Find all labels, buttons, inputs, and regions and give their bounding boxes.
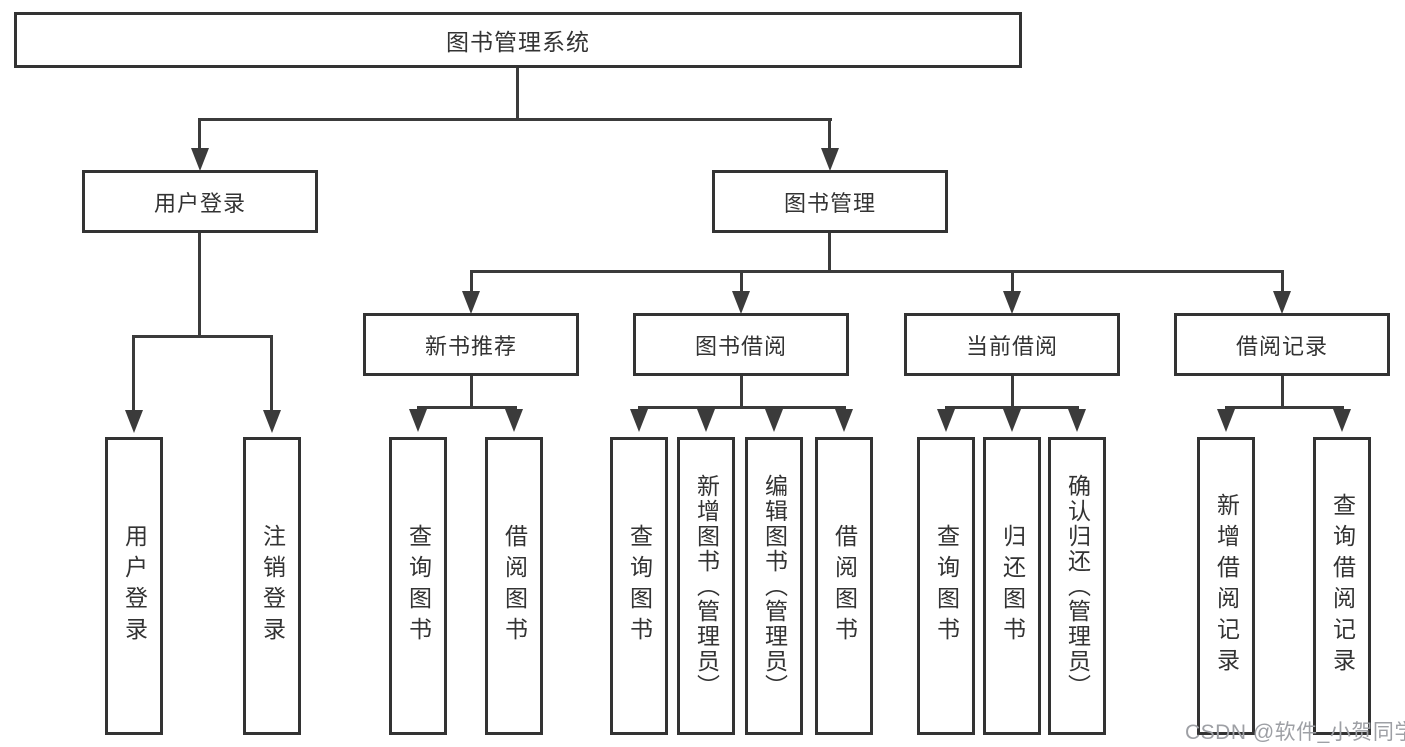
node-label: 用户登录 bbox=[121, 524, 148, 648]
connector-line bbox=[828, 233, 831, 273]
node-user-login: 用户登录 bbox=[82, 170, 318, 233]
arrow-down-icon bbox=[1003, 409, 1021, 432]
node-label: 查询借阅记录 bbox=[1329, 493, 1356, 679]
connector-line bbox=[470, 376, 473, 409]
arrow-down-icon bbox=[462, 291, 480, 314]
arrow-down-icon bbox=[732, 291, 750, 314]
connector-line bbox=[198, 118, 201, 152]
node-label: 确认归还（管理员） bbox=[1064, 473, 1091, 699]
connector-line bbox=[132, 335, 135, 411]
node-label: 查询图书 bbox=[933, 524, 960, 648]
connector-line bbox=[470, 270, 473, 292]
arrow-down-icon bbox=[1333, 409, 1351, 432]
node-label: 注销登录 bbox=[259, 524, 286, 648]
node-book-borrowing: 图书借阅 bbox=[633, 313, 849, 376]
node-label: 用户登录 bbox=[153, 190, 246, 216]
node-label: 图书管理系统 bbox=[446, 29, 590, 55]
arrow-down-icon bbox=[125, 410, 143, 433]
connector-line bbox=[945, 406, 1079, 409]
node-book-management: 图书管理 bbox=[712, 170, 948, 233]
node-label: 查询图书 bbox=[405, 524, 432, 648]
node-label: 当前借阅 bbox=[965, 333, 1058, 359]
node-label: 新增借阅记录 bbox=[1213, 493, 1240, 679]
node-leaf-confirm-return-admin: 确认归还（管理员） bbox=[1048, 437, 1106, 735]
csdn-watermark: CSDN @软件_小贺同学 bbox=[1185, 721, 1405, 744]
connector-line bbox=[1281, 376, 1284, 409]
node-label: 图书管理 bbox=[783, 190, 876, 216]
node-leaf-add-book-admin: 新增图书（管理员） bbox=[677, 437, 735, 735]
node-label: 编辑图书（管理员） bbox=[761, 473, 788, 699]
node-label: 借阅图书 bbox=[501, 524, 528, 648]
connector-line bbox=[417, 406, 517, 409]
arrow-down-icon bbox=[1273, 291, 1291, 314]
node-leaf-query-books-recommend: 查询图书 bbox=[389, 437, 447, 735]
node-leaf-query-borrow-record: 查询借阅记录 bbox=[1313, 437, 1371, 735]
arrow-down-icon bbox=[409, 409, 427, 432]
connector-line bbox=[638, 406, 846, 409]
arrow-down-icon bbox=[505, 409, 523, 432]
connector-line bbox=[516, 68, 519, 120]
arrow-down-icon bbox=[630, 409, 648, 432]
node-borrowing-records: 借阅记录 bbox=[1174, 313, 1390, 376]
connector-line bbox=[198, 118, 832, 121]
connector-line bbox=[740, 376, 743, 409]
arrow-down-icon bbox=[697, 409, 715, 432]
node-label: 查询图书 bbox=[626, 524, 653, 648]
arrow-down-icon bbox=[1217, 409, 1235, 432]
node-leaf-logout: 注销登录 bbox=[243, 437, 301, 735]
connector-line bbox=[1011, 270, 1014, 292]
node-leaf-user-login: 用户登录 bbox=[105, 437, 163, 735]
node-leaf-borrow-books-recommend: 借阅图书 bbox=[485, 437, 543, 735]
connector-line bbox=[1281, 270, 1284, 292]
node-leaf-query-books-current: 查询图书 bbox=[917, 437, 975, 735]
node-leaf-edit-book-admin: 编辑图书（管理员） bbox=[745, 437, 803, 735]
arrow-down-icon bbox=[821, 148, 839, 171]
node-label: 新书推荐 bbox=[424, 333, 517, 359]
arrow-down-icon bbox=[1068, 409, 1086, 432]
arrow-down-icon bbox=[1003, 291, 1021, 314]
arrow-down-icon bbox=[937, 409, 955, 432]
node-library-system: 图书管理系统 bbox=[14, 12, 1022, 68]
connector-line bbox=[198, 233, 201, 338]
node-leaf-borrow-books: 借阅图书 bbox=[815, 437, 873, 735]
connector-line bbox=[1011, 376, 1014, 409]
connector-line bbox=[740, 270, 743, 292]
connector-line bbox=[1225, 406, 1344, 409]
connector-line bbox=[470, 270, 1283, 273]
node-current-borrowing: 当前借阅 bbox=[904, 313, 1120, 376]
node-label: 归还图书 bbox=[999, 524, 1026, 648]
node-leaf-query-books-borrowing: 查询图书 bbox=[610, 437, 668, 735]
node-new-book-recommend: 新书推荐 bbox=[363, 313, 579, 376]
node-label: 新增图书（管理员） bbox=[693, 473, 720, 699]
connector-line bbox=[133, 335, 273, 338]
node-leaf-add-borrow-record: 新增借阅记录 bbox=[1197, 437, 1255, 735]
node-label: 借阅记录 bbox=[1235, 333, 1328, 359]
arrow-down-icon bbox=[263, 410, 281, 433]
arrow-down-icon bbox=[765, 409, 783, 432]
arrow-down-icon bbox=[835, 409, 853, 432]
node-leaf-return-books: 归还图书 bbox=[983, 437, 1041, 735]
node-label: 图书借阅 bbox=[694, 333, 787, 359]
node-label: 借阅图书 bbox=[831, 524, 858, 648]
arrow-down-icon bbox=[191, 148, 209, 171]
connector-line bbox=[270, 335, 273, 411]
connector-line bbox=[828, 118, 831, 152]
